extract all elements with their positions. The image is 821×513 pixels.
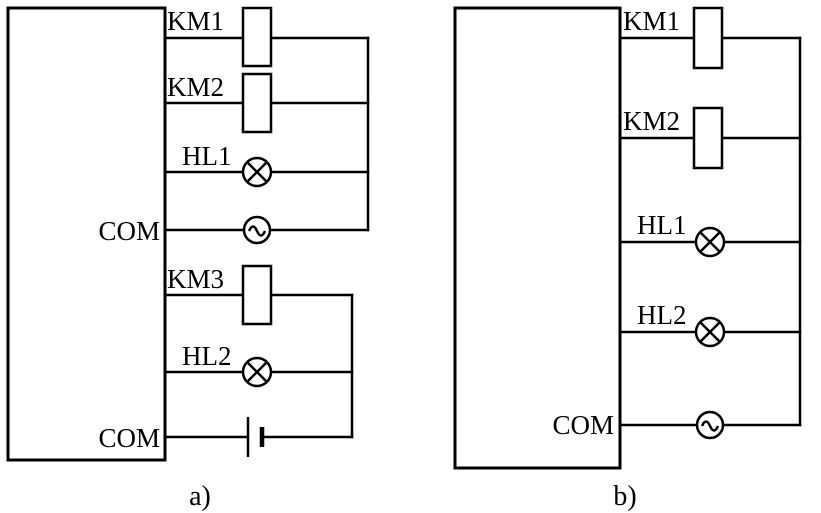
label-km3-a: KM3 [167, 264, 224, 294]
label-km1-a: KM1 [167, 6, 224, 36]
caption-a: a) [189, 481, 211, 512]
indicator-lamp-hl1-b-icon [694, 226, 726, 258]
label-hl1-b: HL1 [637, 210, 687, 240]
diagram-a: KM1 KM2 HL1 COM KM3 HL2 COM a) [6, 6, 370, 512]
dc-battery-a-icon [246, 417, 265, 457]
ac-source-b-icon [695, 410, 725, 440]
label-km2-b: KM2 [623, 106, 680, 136]
label-km1-b: KM1 [623, 6, 680, 36]
label-hl2-a: HL2 [182, 341, 232, 371]
label-km2-a: KM2 [167, 72, 224, 102]
plc-output-block-b [453, 6, 622, 470]
diagram-b: KM1 KM2 HL1 HL2 COM b) [453, 6, 802, 512]
label-com-b: COM [552, 410, 614, 440]
label-hl2-b: HL2 [637, 300, 687, 330]
indicator-lamp-hl2-a-icon [241, 356, 273, 388]
indicator-lamp-hl2-b-icon [694, 316, 726, 348]
label-hl1-a: HL1 [182, 141, 232, 171]
ac-source-a-icon [242, 215, 272, 245]
contactor-coil-km1-a-icon [241, 6, 273, 68]
wiring-lines-b [618, 36, 802, 427]
label-com-top-a: COM [98, 216, 160, 246]
contactor-coil-km3-a-icon [241, 264, 273, 326]
caption-b: b) [613, 481, 636, 512]
contactor-coil-km2-a-icon [241, 72, 273, 134]
plc-output-block-a [6, 6, 167, 462]
indicator-lamp-hl1-a-icon [241, 156, 273, 188]
contactor-coil-km2-b-icon [692, 106, 724, 170]
contactor-coil-km1-b-icon [692, 6, 724, 70]
label-com-bottom-a: COM [98, 423, 160, 453]
